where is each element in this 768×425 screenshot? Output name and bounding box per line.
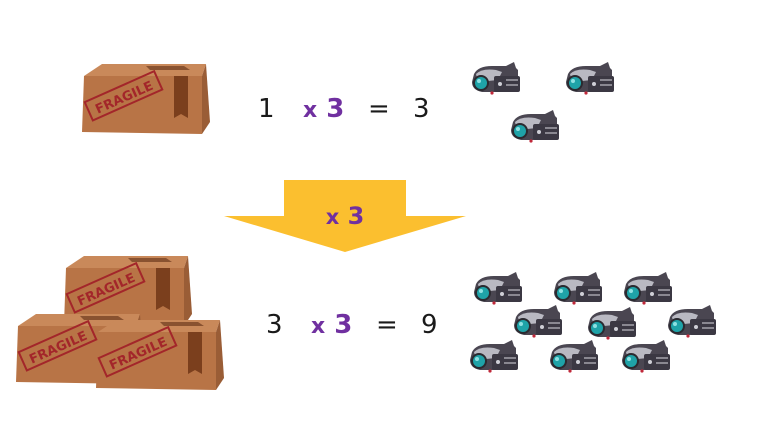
top-result: 3	[413, 94, 430, 124]
top-left-operand: 1	[258, 94, 275, 124]
video-camera-icon	[566, 62, 614, 95]
video-camera-icon	[511, 110, 559, 143]
multiplier-value: 3	[326, 94, 345, 124]
bottom-equals-sign: =	[376, 310, 398, 340]
fragile-box-icon	[95, 319, 225, 391]
arrow-multiplier-value: 3	[347, 202, 365, 230]
arrow-label: x 3	[222, 202, 468, 230]
multiplier-value: 3	[334, 310, 353, 340]
video-camera-icon	[474, 272, 522, 305]
video-camera-icon	[472, 62, 520, 95]
arrow-multiply-sign: x	[325, 205, 340, 229]
video-camera-icon	[622, 340, 670, 373]
multiply-sign: x	[311, 314, 326, 339]
video-camera-icon	[588, 307, 636, 340]
top-multiplier: x 3	[303, 96, 344, 122]
video-camera-icon	[550, 340, 598, 373]
video-camera-icon	[668, 305, 716, 338]
bottom-left-operand: 3	[266, 310, 283, 340]
fragile-box-icon	[81, 63, 211, 135]
down-arrow-icon	[224, 180, 466, 252]
video-camera-icon	[514, 305, 562, 338]
video-camera-icon	[470, 340, 518, 373]
video-camera-icon	[624, 272, 672, 305]
bottom-multiplier: x 3	[311, 312, 352, 338]
multiply-sign: x	[303, 98, 318, 123]
bottom-result: 9	[421, 310, 438, 340]
video-camera-icon	[554, 272, 602, 305]
multiply-arrow: x 3	[222, 178, 468, 254]
top-equals-sign: =	[368, 94, 390, 124]
